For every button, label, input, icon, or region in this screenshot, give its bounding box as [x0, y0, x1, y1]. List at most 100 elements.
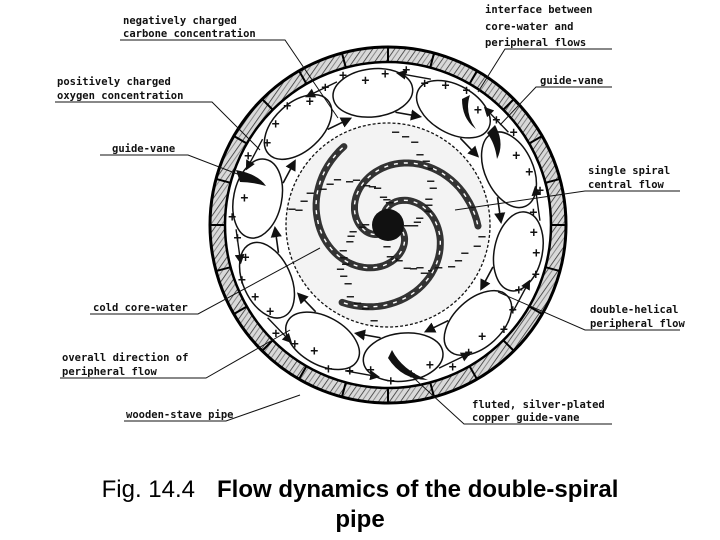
minus-sign: – [416, 260, 424, 274]
label-neg-carbon-line2: carbone concentration [123, 28, 256, 40]
minus-sign: – [327, 176, 335, 190]
plus-sign: + [266, 304, 274, 319]
plus-sign: + [465, 346, 473, 361]
label-single-spiral-line1: single spiral [588, 165, 670, 177]
minus-sign: – [350, 224, 358, 238]
plus-sign: + [272, 327, 280, 342]
minus-sign: – [395, 253, 403, 267]
stave-joint [528, 305, 543, 315]
flow-arrow [396, 69, 431, 80]
stave-joints [210, 47, 566, 403]
stave-joint [261, 98, 274, 111]
peripheral-loop [332, 67, 414, 118]
diagram-labels: negatively charged carbone concentration… [57, 4, 686, 424]
minus-sign: – [374, 180, 382, 194]
plus-sign: + [238, 273, 246, 288]
stave-joint [502, 98, 515, 111]
plus-sign: + [509, 303, 517, 318]
plus-sign: + [500, 322, 508, 337]
spiral-arm [338, 196, 444, 311]
single-spiral-central-flow [312, 143, 482, 311]
leader-lines [55, 39, 680, 425]
minus-sign: – [430, 181, 438, 195]
plus-sign: + [241, 191, 249, 206]
fluted-guide-vane-shape [388, 350, 428, 380]
plus-sign: + [321, 81, 329, 96]
stave-joint [545, 266, 561, 273]
minus-sign: – [421, 265, 429, 279]
peripheral-loop [492, 211, 544, 292]
plus-sign: + [402, 63, 410, 78]
plus-sign: + [512, 148, 520, 163]
stave-joint [233, 305, 248, 315]
label-fluted-vane-line2: copper guide-vane [472, 412, 579, 424]
minus-sign: – [370, 313, 378, 327]
plus-sign: + [306, 95, 314, 110]
minus-sign: – [346, 174, 354, 188]
minus-sign: – [448, 259, 456, 273]
stave-joint [502, 339, 515, 352]
plus-sign: + [474, 103, 482, 118]
flow-arrow [267, 317, 293, 344]
plus-sign: + [536, 183, 544, 198]
flow-arrow [494, 197, 506, 225]
spiral-core [372, 209, 404, 241]
minus-sign: – [435, 260, 443, 274]
minus-sign: – [416, 211, 424, 225]
stave-joint [340, 382, 347, 398]
label-wooden-stave-pipe: wooden-stave pipe [126, 409, 233, 421]
flow-arrow [345, 370, 380, 381]
peripheral-loop [263, 93, 333, 161]
plus-sign: + [291, 337, 299, 352]
minus-sign: – [414, 215, 422, 229]
stave-joint [468, 365, 478, 380]
minus-sign: – [411, 218, 419, 232]
plus-sign: + [532, 268, 540, 283]
minus-sign: – [348, 229, 356, 243]
minus-sign: – [387, 249, 395, 263]
minus-sign: – [383, 192, 391, 206]
label-guide-vane-left: guide-vane [112, 143, 175, 155]
minus-sign: – [346, 234, 354, 248]
stave-joint [233, 135, 248, 145]
stave-joint [528, 135, 543, 145]
minus-sign: – [369, 179, 377, 193]
peripheral-loop [415, 79, 491, 139]
minus-sign: – [295, 203, 303, 217]
minus-sign: – [362, 217, 370, 231]
minus-sign: – [288, 202, 296, 216]
flow-arrow [512, 279, 531, 312]
spiral-arm [351, 159, 482, 238]
minus-sign: – [404, 218, 412, 232]
flow-arrow [438, 352, 471, 369]
plus-sign: + [244, 149, 252, 164]
plus-sign: + [421, 77, 429, 92]
label-single-spiral-line2: central flow [588, 179, 665, 191]
plus-sign: + [442, 78, 450, 93]
plus-sign: + [251, 290, 259, 305]
minus-sign: – [427, 174, 435, 188]
guide-vane-left-shape [236, 170, 266, 186]
figure-caption-line2: pipe [335, 506, 385, 533]
minus-sign: – [380, 189, 388, 203]
stave-joint [545, 177, 561, 184]
flow-arrow [305, 81, 338, 98]
minus-sign: – [474, 239, 482, 253]
label-interface-line3: peripheral flows [485, 37, 586, 49]
flow-arrow [234, 229, 245, 265]
minus-sign: – [345, 276, 353, 290]
flow-arrow [353, 329, 381, 341]
label-fluted-vane-line1: fluted, silver-plated [472, 399, 605, 411]
label-pos-oxygen-line1: positively charged [57, 76, 171, 88]
peripheral-loop [285, 311, 361, 371]
flow-arrow [423, 319, 449, 333]
minus-sign: – [404, 261, 412, 275]
plus-sign: + [492, 113, 500, 128]
plus-sign: + [346, 364, 354, 379]
guide-vanes [236, 95, 501, 380]
spiral-arm [312, 143, 409, 272]
plus-sign: + [283, 99, 291, 114]
peripheral-loop [362, 332, 444, 383]
minus-sign: – [354, 295, 362, 309]
